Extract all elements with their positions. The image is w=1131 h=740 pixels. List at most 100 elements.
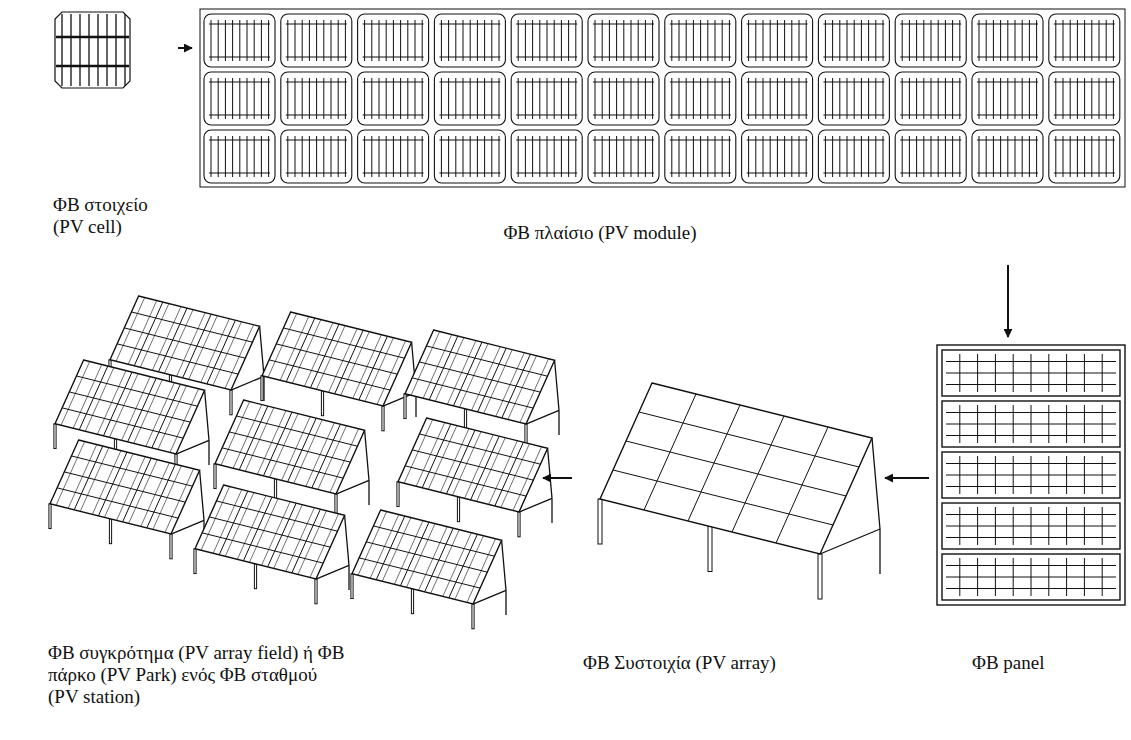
- cell-finger: [806, 20, 807, 61]
- cell-finger: [400, 20, 401, 61]
- cell-finger: [254, 136, 255, 177]
- cell-finger: [686, 78, 687, 119]
- cell-finger: [595, 78, 596, 119]
- cell-finger: [707, 20, 708, 61]
- cell-busbar: [823, 172, 884, 173]
- cell-finger: [302, 20, 303, 61]
- cell-finger: [1113, 20, 1114, 61]
- cell-finger: [623, 136, 624, 177]
- cell-busbar: [823, 23, 884, 24]
- module-cell: [281, 14, 352, 67]
- field-table-grid: [213, 490, 242, 554]
- cell-finger: [448, 20, 449, 61]
- cell-finger: [679, 20, 680, 61]
- cell-finger: [547, 78, 548, 119]
- cell-finger: [261, 20, 262, 61]
- field-table-grid: [257, 411, 286, 475]
- field-table-grid: [158, 386, 187, 450]
- pv-array: ΦΒ Συστοιχία (PV array): [575, 372, 882, 690]
- cell-finger: [295, 136, 296, 177]
- cell-finger: [316, 136, 317, 177]
- cell-finger: [247, 136, 248, 177]
- cell-finger: [518, 20, 519, 61]
- cell-finger: [1077, 136, 1078, 177]
- cell-finger: [539, 136, 540, 177]
- cell-finger: [1084, 78, 1085, 119]
- cell-finger: [470, 78, 471, 119]
- field-table-leg: [397, 482, 399, 507]
- cell-finger: [225, 136, 226, 177]
- module-cell: [588, 14, 659, 67]
- array-leg: [879, 529, 880, 574]
- cell-finger: [777, 20, 778, 61]
- cell-busbar: [439, 56, 500, 57]
- cell-busbar: [286, 23, 347, 24]
- cell-finger: [729, 20, 730, 61]
- caption: ΦΒ συγκρότημα (PV array field) ή ΦΒ πάρκ…: [48, 642, 348, 708]
- module-cell: [358, 130, 429, 183]
- module-cell: [818, 72, 889, 125]
- panel-grid: [946, 475, 1116, 476]
- cell-finger: [364, 136, 365, 177]
- caption: ΦΒ Συστοιχία (PV array): [583, 652, 873, 674]
- panel-module: [942, 554, 1120, 600]
- cell-finger: [1029, 78, 1030, 119]
- array-leg: [818, 554, 822, 599]
- cell-finger: [518, 78, 519, 119]
- field-table-grid: [201, 487, 230, 551]
- cell-finger: [952, 78, 953, 119]
- cell-finger: [945, 78, 946, 119]
- field-table-surface: [55, 360, 205, 454]
- panel-grid: [946, 577, 1116, 578]
- cell-finger: [595, 136, 596, 177]
- pv-array-field-drawing-group: [49, 296, 559, 629]
- pv-cell-drawing-group: [55, 12, 130, 88]
- cell-finger: [407, 136, 408, 177]
- cell-finger: [825, 78, 826, 119]
- cell-finger: [1077, 78, 1078, 119]
- field-table-grid: [268, 314, 297, 378]
- field-table-grid: [467, 539, 496, 603]
- flow-arrow: [543, 477, 572, 479]
- field-table-grid: [459, 344, 488, 408]
- cell-finger: [525, 136, 526, 177]
- panel-grid: [946, 424, 1116, 425]
- cell-finger: [239, 20, 240, 61]
- cell-finger: [309, 136, 310, 177]
- cell-finger: [547, 20, 548, 61]
- cell-busbar: [363, 172, 424, 173]
- field-table-leg: [551, 498, 552, 523]
- cell-finger: [645, 78, 646, 119]
- cell-busbar: [439, 172, 500, 173]
- cell-finger: [700, 136, 701, 177]
- cell-finger: [825, 136, 826, 177]
- cell-busbar: [747, 114, 808, 115]
- cell-finger: [847, 136, 848, 177]
- field-table-grid: [85, 368, 114, 432]
- pv-module-drawing-group: [200, 9, 1125, 187]
- cell-finger: [755, 20, 756, 61]
- cell-finger: [868, 78, 869, 119]
- cell-busbar: [823, 81, 884, 82]
- cell-finger: [986, 20, 987, 61]
- cell-finger: [415, 136, 416, 177]
- cell-finger: [477, 78, 478, 119]
- cell-busbar: [1054, 139, 1115, 140]
- cell-finger: [609, 136, 610, 177]
- cell-finger: [239, 136, 240, 177]
- field-table-grid: [330, 429, 359, 493]
- field-table-grid: [477, 438, 506, 502]
- cell-finger: [986, 78, 987, 119]
- pv-array-drawing: [575, 372, 882, 690]
- cell-finger: [441, 20, 442, 61]
- cell-finger: [554, 20, 555, 61]
- field-table-leg: [348, 565, 349, 590]
- cell-finger: [491, 78, 492, 119]
- cell-finger: [268, 20, 269, 61]
- cell-busbar: [1054, 23, 1115, 24]
- panel-grid: [946, 514, 1116, 515]
- cell-finger: [386, 20, 387, 61]
- field-table-grid: [353, 335, 382, 399]
- cell-finger: [261, 136, 262, 177]
- cell-busbar: [209, 172, 270, 173]
